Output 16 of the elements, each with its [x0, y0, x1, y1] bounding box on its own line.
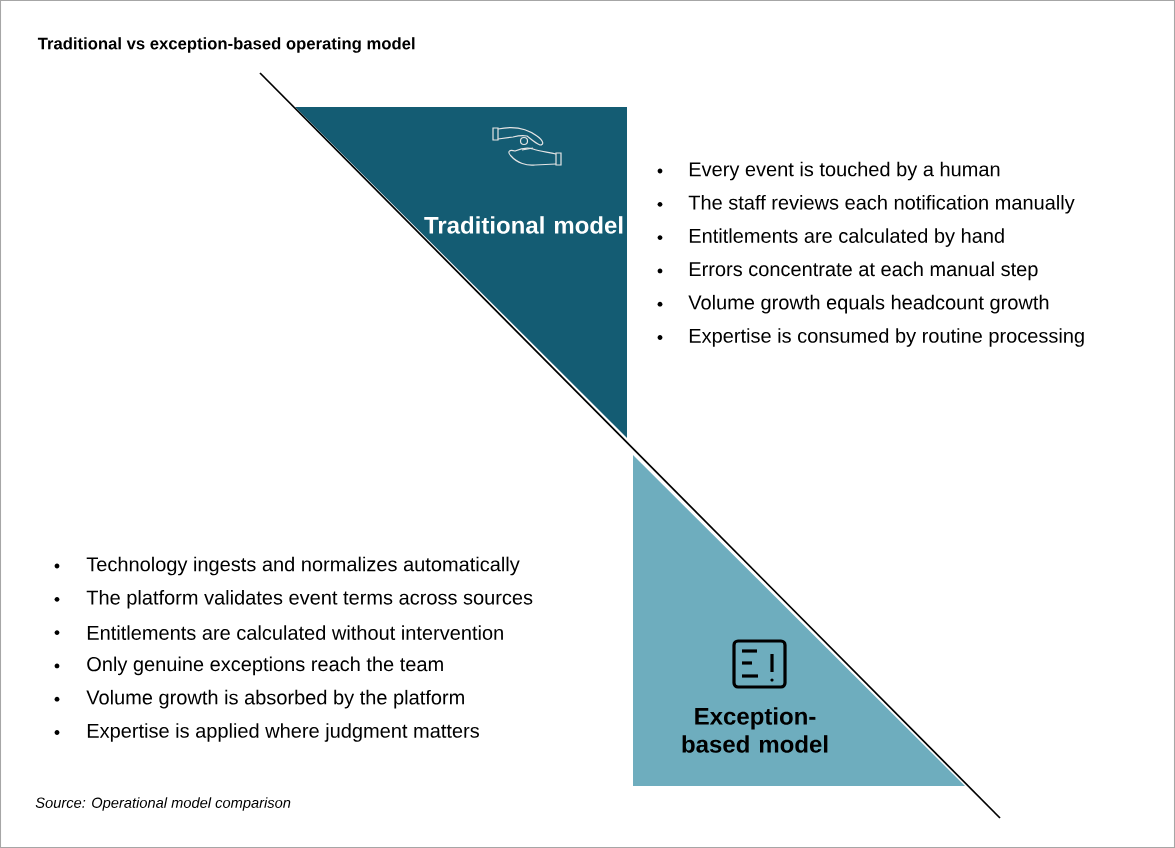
bullet-item: Technology ingests and normalizes automatically: [54, 556, 520, 576]
bullet-item: Entitlements are calculated by hand: [657, 228, 1004, 247]
bullet-item: The platform validates event terms across sources: [54, 589, 533, 609]
bullet-item: Entitlements are calculated without intervention: [54, 625, 503, 640]
bullet-item: Every event is touched by a human: [657, 161, 1000, 181]
bullet-item: Expertise is applied where judgment matters: [54, 723, 479, 742]
bullet-item: Errors concentrate at each manual step: [657, 261, 1038, 281]
bullet-item: Expertise is consumed by routine processing: [657, 328, 1084, 347]
bullet-item: Volume growth is absorbed by the platform: [54, 689, 464, 709]
model-label: Traditional model: [424, 216, 623, 234]
bullet-item: Volume growth equals headcount growth: [657, 294, 1049, 314]
model-label: Exception-based model: [682, 707, 828, 753]
bullet-item: The staff reviews each notification manually: [657, 194, 1075, 214]
title: Traditional vs exception-based operating model: [37, 37, 415, 53]
source-note: Source: Operational model comparison: [35, 797, 291, 811]
bullet-item: Only genuine exceptions reach the team: [54, 656, 443, 676]
